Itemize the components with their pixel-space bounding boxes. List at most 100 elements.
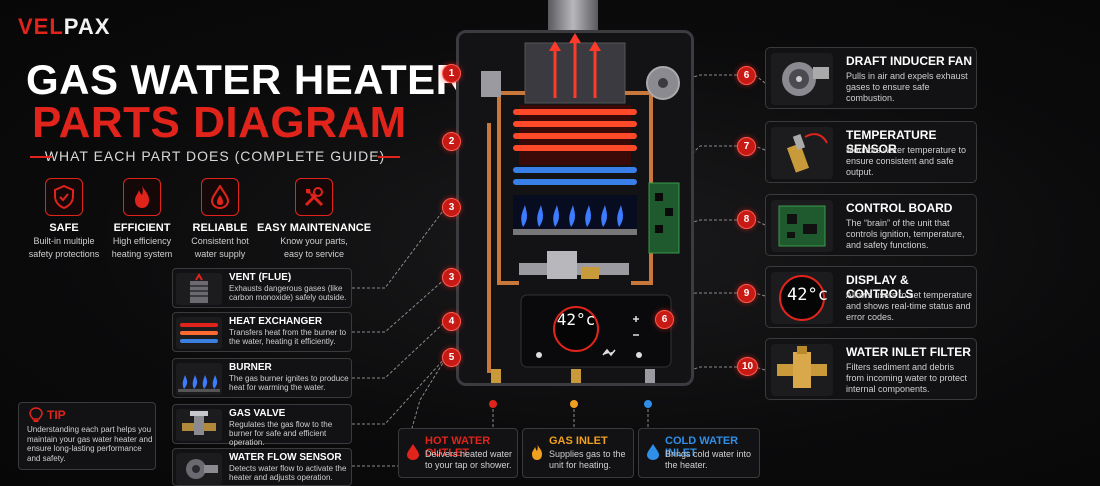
circuit-board-icon: [771, 200, 833, 252]
part-desc: Pulls in air and expels exhaust gases to…: [846, 71, 968, 103]
feature-desc-2: heating system: [111, 249, 173, 259]
feature-name: EASY MAINTENANCE: [256, 222, 372, 234]
part-desc: The “brain” of the unit that controls ig…: [846, 218, 965, 250]
badge-2: 2: [442, 132, 461, 151]
part-desc: Exhausts dangerous gases (like carbon mo…: [229, 284, 347, 302]
feature-name: RELIABLE: [192, 222, 248, 234]
burner-icon: [176, 363, 222, 395]
part-desc: Transfers heat from the burner to the wa…: [229, 328, 347, 346]
lightbulb-icon: [29, 407, 43, 422]
tip-box: TIP Understanding each part helps you ma…: [18, 402, 156, 470]
temperature-sensor-icon: [771, 127, 833, 179]
badge-7: 7: [737, 137, 756, 156]
part-title: HEAT EXCHANGER: [229, 316, 323, 327]
part-desc: Filters sediment and debris from incomin…: [846, 362, 968, 394]
page-subtitle: WHAT EACH PART DOES (COMPLETE GUIDE): [30, 148, 400, 164]
part-title: HOT WATER OUTLET: [425, 435, 491, 459]
brand-logo: VELPAX: [18, 14, 110, 40]
cold-drop-icon: [647, 444, 659, 460]
tip-desc: Understanding each part helps you mainta…: [27, 425, 153, 463]
part-card-heat-exchanger: HEAT EXCHANGER Transfers heat from the b…: [172, 312, 352, 352]
part-desc: Brings cold water into the heater.: [665, 449, 752, 470]
part-title: COLD WATER INLET: [665, 435, 739, 459]
display-icon-temperature: 42°c: [787, 285, 828, 305]
badge-4: 4: [442, 312, 461, 331]
part-desc: Allows users to set temperature and show…: [846, 290, 973, 322]
feature-safe: SAFE Built-in multiple safety protection…: [20, 178, 108, 260]
part-card-display-controls: DISPLAY & CONTROLS Allows users to set t…: [765, 266, 977, 328]
part-card-control-board: CONTROL BOARD The “brain” of the unit th…: [765, 194, 977, 256]
part-card-temperature-sensor: TEMPERATURE SENSOR Monitors water temper…: [765, 121, 977, 183]
part-title: WATER INLET FILTER: [846, 345, 971, 359]
part-card-draft-inducer-fan: DRAFT INDUCER FAN Pulls in air and expel…: [765, 47, 977, 109]
page-title-line2: PARTS DIAGRAM: [32, 98, 407, 147]
hot-drop-icon: [407, 444, 419, 460]
part-card-vent: VENT (FLUE) Exhausts dangerous gases (li…: [172, 268, 352, 308]
heat-exchanger-icon: [176, 317, 222, 349]
part-desc: Delivers heated water to your tap or sho…: [425, 449, 513, 470]
part-desc: Monitors water temperature to ensure con…: [846, 145, 967, 177]
badge-8: 8: [737, 210, 756, 229]
part-title: GAS INLET: [549, 435, 608, 447]
feature-desc-2: safety protections: [28, 249, 100, 259]
part-title: DRAFT INDUCER FAN: [846, 54, 972, 68]
gas-flame-icon: [532, 444, 542, 460]
heater-internals: [481, 33, 680, 383]
feature-name: SAFE: [49, 222, 79, 234]
part-desc: Detects water flow to activate the heate…: [229, 464, 347, 482]
feature-desc-1: Built-in multiple: [33, 236, 95, 246]
part-card-burner: BURNER The gas burner ignites to produce…: [172, 358, 352, 398]
part-title: WATER FLOW SENSOR: [229, 452, 342, 463]
part-title: DISPLAY & CONTROLS: [846, 273, 914, 301]
part-desc: Regulates the gas flow to the burner for…: [229, 420, 333, 447]
flow-sensor-icon: [176, 453, 222, 485]
part-desc: The gas burner ignites to produce heat f…: [229, 374, 349, 392]
flue-pipe: [548, 0, 598, 32]
part-card-water-flow-sensor: WATER FLOW SENSOR Detects water flow to …: [172, 448, 352, 486]
feature-desc-2: easy to service: [283, 249, 345, 259]
badge-1: 1: [442, 64, 461, 83]
part-title: VENT (FLUE): [229, 272, 292, 283]
page-title-line1: GAS WATER HEATER: [26, 56, 467, 103]
badge-6: 6: [737, 66, 756, 85]
feature-desc-2: water supply: [194, 249, 246, 259]
flame-icon: [123, 178, 161, 216]
part-card-cold-water-inlet: COLD WATER INLET Brings cold water into …: [638, 428, 760, 478]
inlet-filter-icon: [771, 344, 833, 396]
tip-title: TIP: [47, 408, 66, 422]
feature-desc-1: Consistent hot: [191, 236, 249, 246]
vent-icon: [176, 273, 222, 305]
part-title: GAS VALVE: [229, 408, 286, 419]
badge-10: 10: [737, 357, 758, 376]
feature-row: SAFE Built-in multiple safety protection…: [20, 178, 400, 260]
badge-9: 9: [737, 284, 756, 303]
feature-desc-1: Know your parts,: [280, 236, 348, 246]
display-temperature: 42°c: [556, 310, 596, 329]
part-card-water-inlet-filter: WATER INLET FILTER Filters sediment and …: [765, 338, 977, 400]
brand-suffix: PAX: [63, 14, 111, 39]
badge-3-lower: 3: [442, 268, 461, 287]
water-heater-unit: [456, 30, 694, 386]
brand-prefix: VEL: [18, 14, 64, 39]
shield-check-icon: [45, 178, 83, 216]
drop-flame-icon: [201, 178, 239, 216]
badge-6-display: 6: [655, 310, 674, 329]
part-desc: Supplies gas to the unit for heating.: [549, 449, 626, 470]
feature-desc-1: High efficiency: [112, 236, 172, 246]
part-card-gas-inlet: GAS INLET Supplies gas to the unit for h…: [522, 428, 634, 478]
gas-valve-icon: [176, 409, 222, 441]
part-card-gas-valve: GAS VALVE Regulates the gas flow to the …: [172, 404, 352, 447]
badge-3: 3: [442, 198, 461, 217]
part-title: CONTROL BOARD: [846, 201, 953, 215]
badge-5: 5: [442, 348, 461, 367]
feature-efficient: EFFICIENT High efficiency heating system: [98, 178, 186, 260]
part-title: BURNER: [229, 362, 272, 373]
tools-icon: [295, 178, 333, 216]
fan-icon: [771, 53, 833, 105]
part-card-hot-water-outlet: HOT WATER OUTLET Delivers heated water t…: [398, 428, 518, 478]
display-icon: [771, 272, 833, 324]
part-title: TEMPERATURE SENSOR: [846, 128, 937, 156]
feature-name: EFFICIENT: [113, 222, 171, 234]
